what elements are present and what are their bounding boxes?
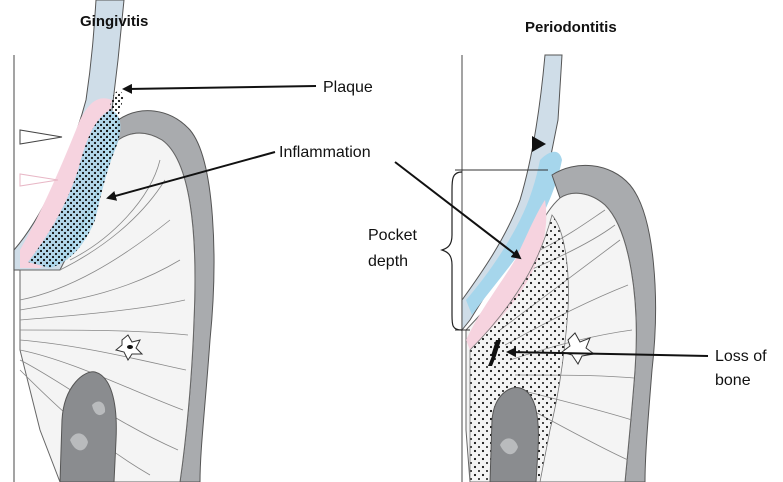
- pocket-depth-label-line1: Pocket: [368, 227, 417, 244]
- plaque-arrow: [124, 86, 316, 89]
- loss-of-bone-label-line1: Loss of: [715, 348, 767, 365]
- periodontitis-title: Periodontitis: [525, 19, 617, 36]
- cell-nucleus: [127, 345, 133, 349]
- pocket-depth-brace: [442, 172, 462, 330]
- alveolar-bone: [490, 387, 538, 482]
- inflammation-label: Inflammation: [279, 144, 371, 161]
- gingivitis-title: Gingivitis: [80, 13, 148, 30]
- triangle-marker: [20, 174, 58, 186]
- periodontitis-panel: [442, 55, 656, 482]
- pocket-depth-label-line2: depth: [368, 253, 408, 270]
- gingivitis-panel: [14, 0, 214, 482]
- loss-of-bone-label-line2: bone: [715, 372, 751, 389]
- triangle-marker: [20, 130, 62, 144]
- plaque-label: Plaque: [323, 79, 373, 96]
